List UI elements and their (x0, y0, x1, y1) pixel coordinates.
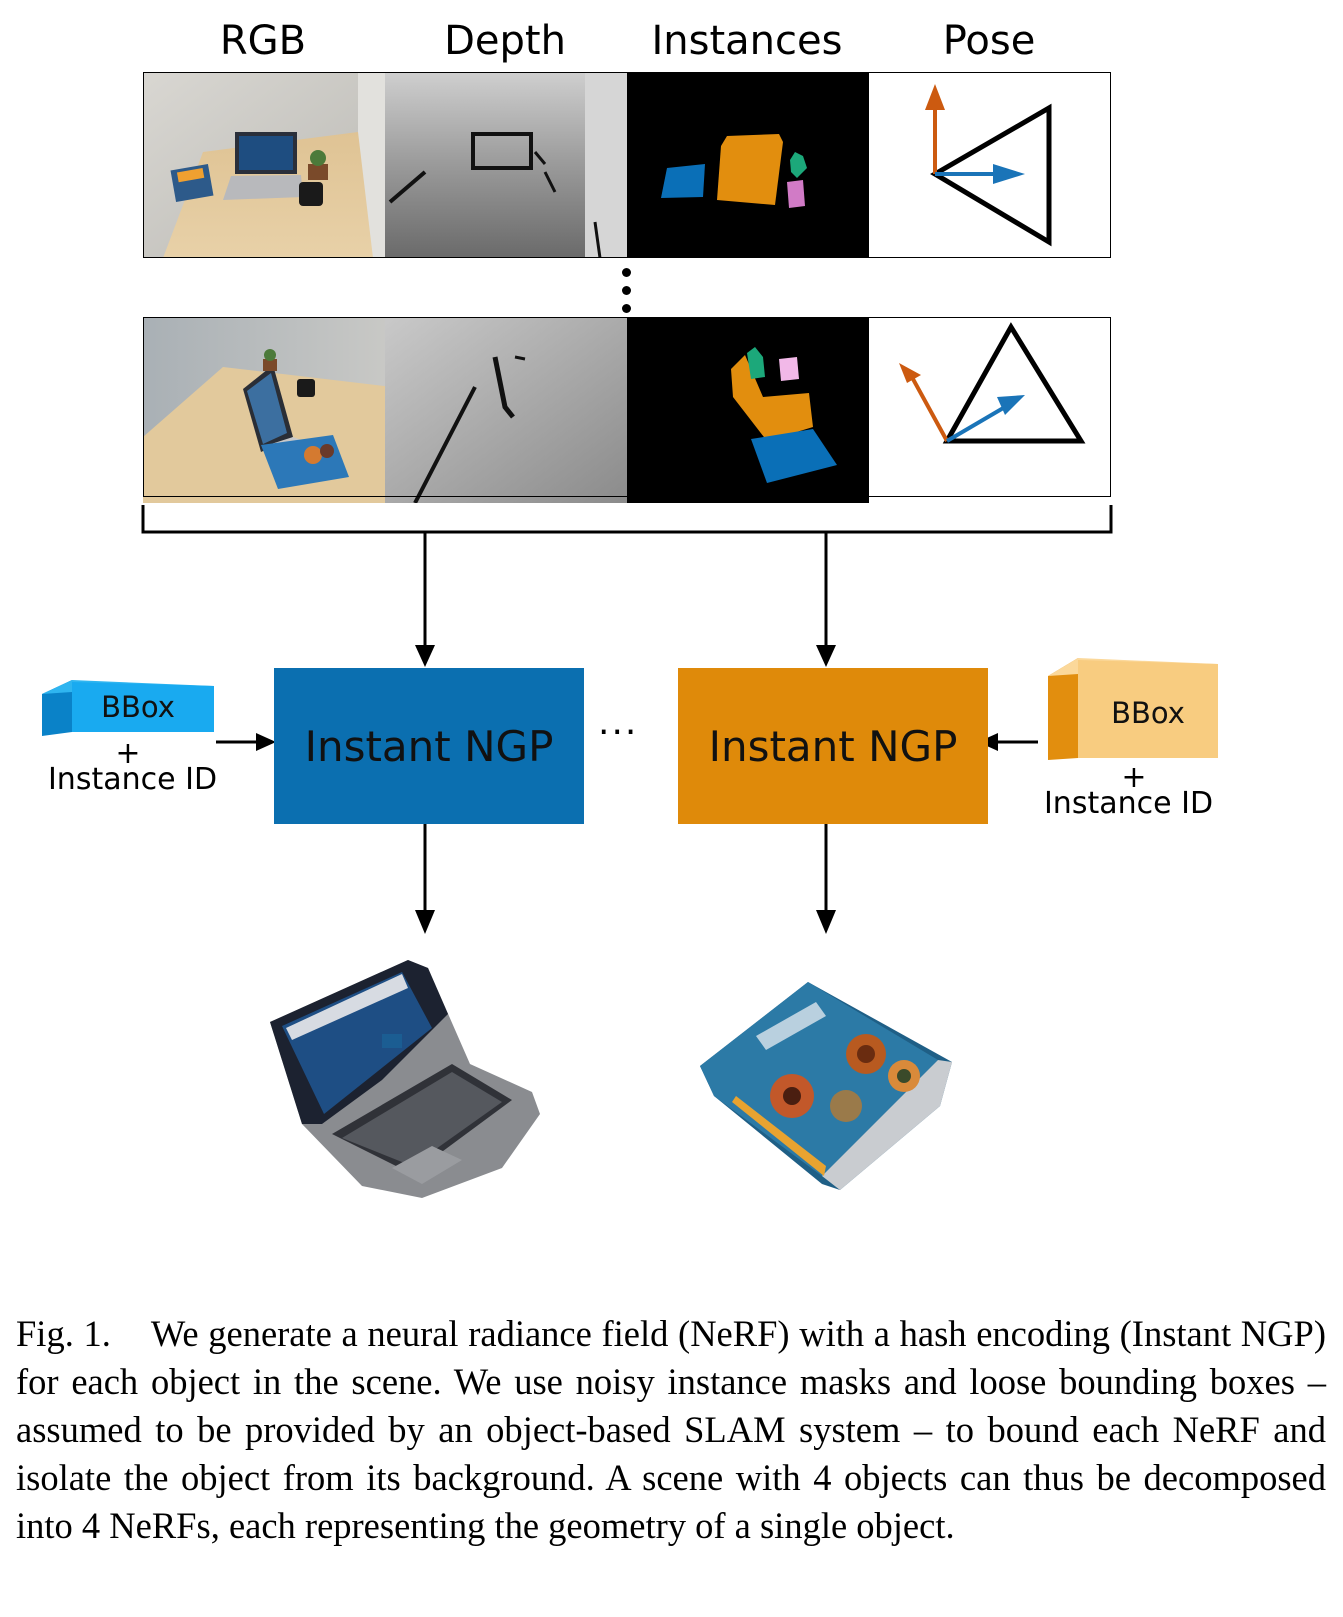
pose-image-frame-2 (869, 317, 1119, 503)
horizontal-ellipsis: ··· (598, 712, 639, 753)
plus-right: + (1121, 760, 1147, 795)
figure-label: Fig. 1. (16, 1313, 111, 1354)
instances-image-frame-1 (627, 72, 877, 258)
column-header-pose: Pose (942, 18, 1036, 64)
caption-text: We generate a neural radiance field (NeR… (16, 1313, 1326, 1546)
reconstructed-laptop-image (270, 960, 540, 1198)
pose-image-frame-1 (869, 72, 1119, 258)
instance-id-left: Instance ID (47, 762, 218, 797)
instances-image-frame-2 (627, 317, 877, 503)
reconstructed-book-image (700, 982, 952, 1190)
column-header-instances: Instances (651, 18, 843, 64)
instant-ngp-label-right: Instant NGP (708, 721, 958, 771)
column-header-rgb: RGB (219, 18, 307, 64)
instant-ngp-box-left: Instant NGP (274, 668, 584, 824)
frame-1-border (143, 72, 1111, 258)
vertical-ellipsis (622, 268, 632, 313)
instance-id-right: Instance ID (1043, 786, 1214, 821)
frame-2-border (143, 317, 1111, 497)
depth-image-frame-2 (385, 317, 635, 503)
bbox-label-left: BBox (101, 690, 175, 724)
column-header-depth: Depth (444, 18, 566, 64)
bbox-label-right: BBox (1111, 696, 1185, 730)
figure-caption: Fig. 1.We generate a neural radiance fie… (16, 1310, 1326, 1550)
flow-arrows (141, 505, 1113, 934)
rgb-image-frame-2 (143, 317, 393, 503)
depth-image-frame-1 (385, 72, 635, 258)
plus-left: + (115, 736, 141, 771)
instant-ngp-box-right: Instant NGP (678, 668, 988, 824)
bbox-cube-left (42, 680, 214, 736)
instant-ngp-label-left: Instant NGP (304, 721, 554, 771)
bbox-cube-right (1048, 658, 1218, 760)
